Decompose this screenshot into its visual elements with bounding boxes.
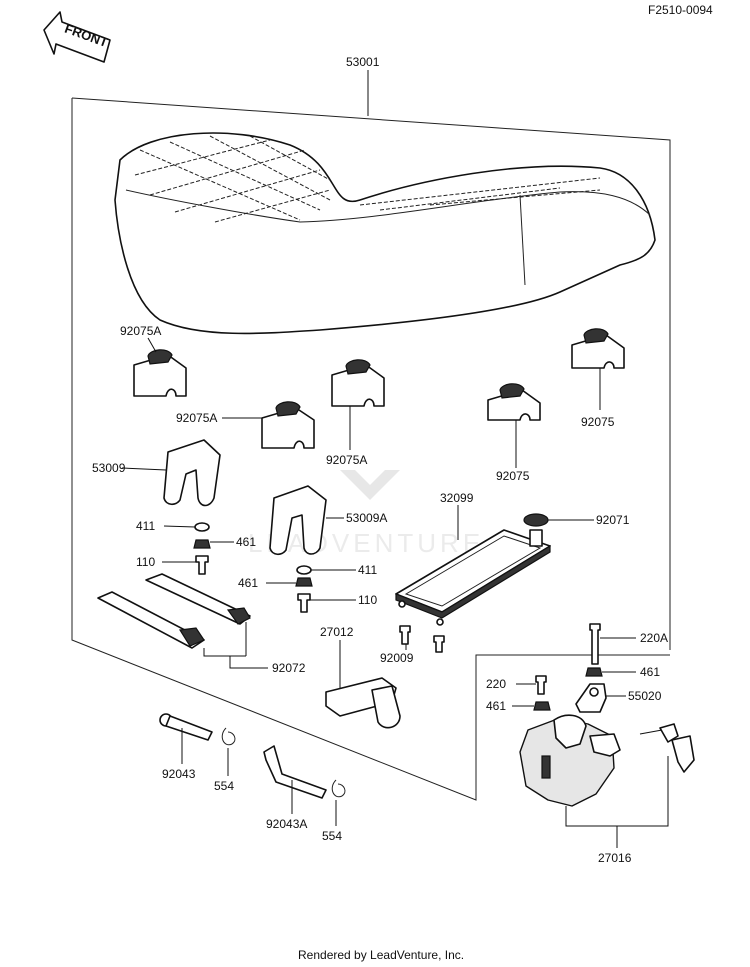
seat-lock-27016: 27016 xyxy=(519,714,695,865)
label-32099: 32099 xyxy=(440,491,474,505)
label-27016: 27016 xyxy=(598,851,632,865)
bolt-110-a: 110 xyxy=(136,555,209,575)
label-554-right: 554 xyxy=(322,829,342,843)
rubber-92075-right-1: 92075 xyxy=(487,383,541,483)
tray-32099: 32099 xyxy=(395,491,551,626)
pin-92043a: 92043A xyxy=(263,745,327,831)
nut-461-c: 461 xyxy=(585,665,660,679)
footer-rendered-by: Rendered by LeadVenture, Inc. xyxy=(298,948,464,962)
label-92043: 92043 xyxy=(162,767,196,781)
bracket-53009: 53009 xyxy=(92,439,221,507)
label-461-b: 461 xyxy=(238,576,258,590)
bracket-53009a: 53009A xyxy=(269,485,387,556)
nut-461-b: 461 xyxy=(238,576,313,590)
nut-461-d: 461 xyxy=(486,699,551,713)
rubber-92075a-left: 92075A xyxy=(120,324,187,397)
washer-411-a: 411 xyxy=(136,519,210,533)
rubber-92075a-center: 92075A xyxy=(326,359,385,467)
label-92043a: 92043A xyxy=(266,817,307,831)
grommet-92071: 92071 xyxy=(523,513,630,547)
assembly-outline xyxy=(71,97,671,801)
band-92072: 92072 xyxy=(97,573,306,675)
label-92071: 92071 xyxy=(596,513,630,527)
label-92075-right-2: 92075 xyxy=(581,415,615,429)
label-110-a: 110 xyxy=(136,555,155,569)
label-220a: 220A xyxy=(640,631,668,645)
label-53009a: 53009A xyxy=(346,511,387,525)
label-92072: 92072 xyxy=(272,661,306,675)
rubber-92075-right-2: 92075 xyxy=(571,328,625,429)
label-220: 220 xyxy=(486,677,506,691)
rubber-92075a-mid: 92075A xyxy=(176,401,315,449)
seat-53001: 53001 xyxy=(114,55,656,335)
label-55020: 55020 xyxy=(628,689,662,703)
label-554-left: 554 xyxy=(214,779,234,793)
bolt-92009: 92009 xyxy=(380,625,445,665)
label-92009: 92009 xyxy=(380,651,414,665)
bracket-55020: 55020 xyxy=(575,683,662,713)
clip-554-right: 554 xyxy=(322,779,346,843)
label-92075a-center: 92075A xyxy=(326,453,367,467)
label-53009: 53009 xyxy=(92,461,126,475)
label-53001: 53001 xyxy=(346,55,380,69)
label-110-b: 110 xyxy=(358,593,377,607)
label-411-b: 411 xyxy=(358,563,377,577)
pin-92043: 92043 xyxy=(159,713,213,781)
label-92075-right-1: 92075 xyxy=(496,469,530,483)
figure-code: F2510-0094 xyxy=(648,3,713,17)
label-461-d: 461 xyxy=(486,699,506,713)
nut-461-a: 461 xyxy=(193,535,256,549)
bolt-220a: 220A xyxy=(589,623,668,665)
washer-411-b: 411 xyxy=(296,563,377,577)
label-461-a: 461 xyxy=(236,535,256,549)
front-arrow-icon: FRONT xyxy=(43,11,111,63)
label-27012: 27012 xyxy=(320,625,354,639)
label-411-a: 411 xyxy=(136,519,155,533)
hook-27012: 27012 xyxy=(320,625,401,729)
label-92075a-mid: 92075A xyxy=(176,411,217,425)
bolt-220: 220 xyxy=(486,675,547,695)
bolt-110-b: 110 xyxy=(297,593,377,613)
clip-554-left: 554 xyxy=(214,727,236,793)
label-92075a-left: 92075A xyxy=(120,324,161,338)
label-461-c: 461 xyxy=(640,665,660,679)
